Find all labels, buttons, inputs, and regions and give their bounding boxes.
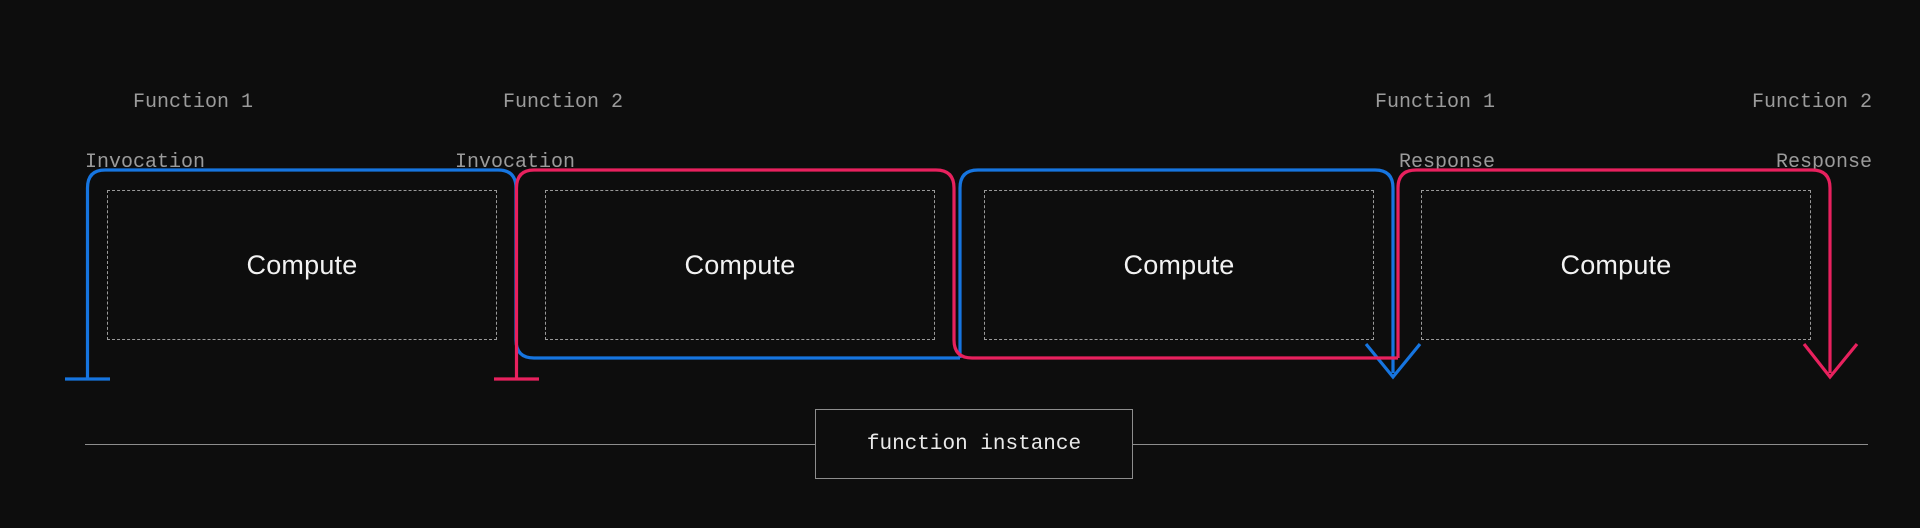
compute-block-1: Compute	[107, 190, 497, 340]
function-1-wire-right	[958, 168, 1395, 373]
lifeline-left	[85, 444, 815, 445]
compute-label: Compute	[246, 249, 358, 280]
label-line-1: Function 1	[1374, 91, 1495, 114]
function-2-wire-right	[1396, 168, 1832, 373]
lifeline-right	[1133, 444, 1868, 445]
label-line-2: Invocation	[85, 151, 206, 174]
label-function-1-invocation: Function 1 Invocation	[85, 58, 253, 238]
function-instance-label: function instance	[866, 432, 1082, 456]
function-2-wire-left	[514, 168, 1398, 379]
function-1-arrow-head-icon	[1364, 342, 1422, 380]
label-line-1: Function 2	[503, 91, 624, 114]
function-2-arrow-head-icon	[1802, 342, 1859, 380]
label-line-1: Function 1	[133, 91, 254, 114]
label-function-2-response: Function 2 Response	[1600, 58, 1872, 238]
label-function-2-invocation: Function 2 Invocation	[455, 58, 623, 238]
label-line-2: Invocation	[455, 151, 576, 174]
label-line-1: Function 2	[1751, 91, 1872, 114]
compute-block-4: Compute	[1421, 190, 1811, 340]
label-line-2: Response	[1398, 151, 1495, 174]
compute-block-3: Compute	[984, 190, 1374, 340]
function-instance-box: function instance	[815, 409, 1133, 479]
compute-block-2: Compute	[545, 190, 935, 340]
label-line-2: Response	[1775, 151, 1872, 174]
compute-label: Compute	[684, 249, 796, 280]
function-1-wire-left	[85, 168, 960, 379]
compute-label: Compute	[1123, 249, 1235, 280]
compute-label: Compute	[1560, 249, 1672, 280]
label-function-1-response: Function 1 Response	[1223, 58, 1495, 238]
